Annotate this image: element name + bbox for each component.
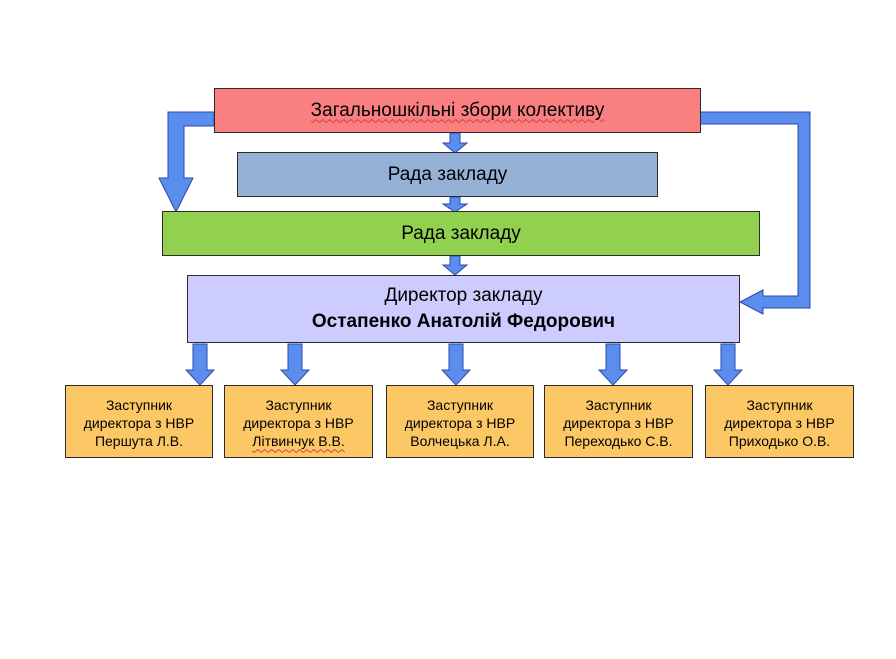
deputy-role-line1: Заступник: [426, 396, 494, 413]
arrows-director-to-deputies: [184, 343, 744, 386]
deputy-box: Заступник директора з НВР Волчецька Л.А.: [386, 385, 534, 458]
deputy-box: Заступник директора з НВР Першута Л.В.: [65, 385, 213, 458]
director-box: Директор закладу Остапенко Анатолій Федо…: [187, 275, 740, 343]
arrow-assembly-to-council-left: [158, 111, 215, 214]
council-label-top: Рада закладу: [387, 163, 508, 185]
council-box-mid: Рада закладу: [162, 211, 760, 256]
director-name: Остапенко Анатолій Федорович: [311, 311, 616, 332]
deputy-role-line2: директора з НВР: [83, 414, 195, 431]
deputy-role-line1: Заступник: [105, 396, 173, 413]
council-box-top: Рада закладу: [237, 152, 658, 197]
deputy-role-line1: Заступник: [746, 396, 813, 413]
deputy-role-line2: директора з НВР: [563, 414, 674, 431]
deputy-role-line2: директора з НВР: [404, 414, 516, 431]
deputy-box: Заступник директора з НВР Переходько С.В…: [544, 385, 693, 458]
arrow-council-to-director: [441, 255, 469, 276]
deputy-name: Переходько С.В.: [564, 432, 673, 449]
deputy-role-line1: Заступник: [265, 396, 332, 413]
deputy-box: Заступник директора з НВР Літвинчук В.В.: [224, 385, 373, 458]
arrow-council-to-council: [441, 196, 469, 213]
deputy-name: Першута Л.В.: [94, 432, 184, 449]
general-assembly-box: Загальношкільні збори колективу: [214, 88, 701, 133]
general-assembly-label: Загальношкільні збори колективу: [310, 99, 605, 121]
arrow-assembly-to-council: [441, 132, 469, 154]
council-label-mid: Рада закладу: [401, 222, 521, 244]
deputy-name: Волчецька Л.А.: [410, 432, 510, 449]
deputy-role-line1: Заступник: [585, 396, 652, 413]
deputy-box: Заступник директора з НВР Приходько О.В.: [705, 385, 854, 458]
director-title: Директор закладу: [384, 285, 543, 306]
deputy-name: Приходько О.В.: [728, 432, 831, 449]
deputy-role-line2: директора з НВР: [243, 414, 354, 431]
arrow-assembly-to-director-right: [699, 111, 811, 315]
deputy-role-line2: директора з НВР: [724, 414, 835, 431]
deputy-name: Літвинчук В.В.: [252, 432, 345, 449]
